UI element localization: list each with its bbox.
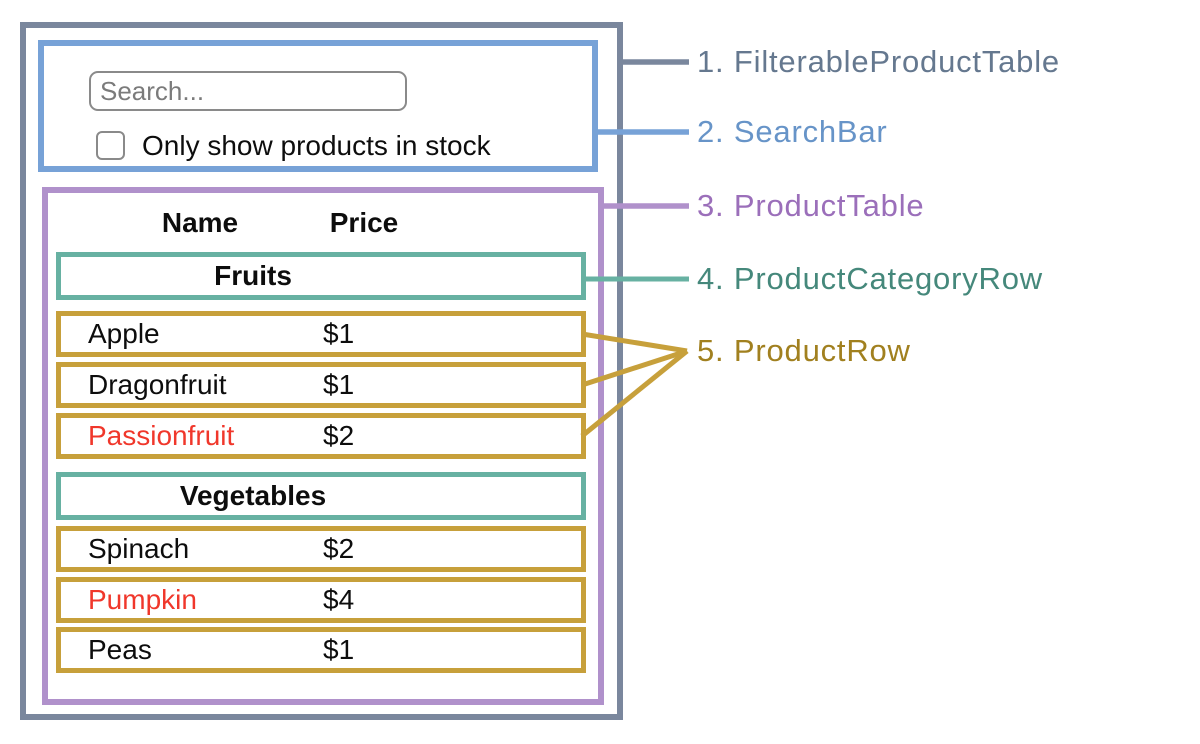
product-price: $4 xyxy=(323,584,355,615)
legend-number: 2. xyxy=(697,114,725,149)
legend-number: 1. xyxy=(697,44,725,79)
product-row: Dragonfruit $1 xyxy=(56,362,586,408)
category-row-vegetables: Vegetables xyxy=(56,472,586,520)
product-row: Pumpkin $4 xyxy=(56,577,586,623)
product-price: $1 xyxy=(323,318,355,349)
legend-name: SearchBar xyxy=(733,114,888,149)
product-name: Spinach xyxy=(88,533,190,564)
product-price: $2 xyxy=(323,533,355,564)
column-header-name: Name xyxy=(161,207,239,238)
category-label: Vegetables xyxy=(179,480,327,511)
product-row: Passionfruit $2 xyxy=(56,413,586,459)
legend-name: ProductCategoryRow xyxy=(733,261,1043,296)
product-price: $1 xyxy=(323,369,355,400)
search-input[interactable] xyxy=(89,71,407,111)
legend-number: 3. xyxy=(697,188,725,223)
legend-search-bar: 2. SearchBar xyxy=(697,114,888,150)
legend-product-row: 5. ProductRow xyxy=(697,333,911,369)
product-name: Dragonfruit xyxy=(88,369,227,400)
legend-filterable-product-table: 1. FilterableProductTable xyxy=(697,44,1060,80)
legend-product-table: 3. ProductTable xyxy=(697,188,924,224)
legend-name: FilterableProductTable xyxy=(733,44,1060,79)
product-table-box: Name Price Fruits Apple $1 Dragonfruit $… xyxy=(42,187,604,705)
product-name: Passionfruit xyxy=(88,420,235,451)
product-name: Peas xyxy=(88,634,152,665)
product-name: Pumpkin xyxy=(88,584,197,615)
search-bar-box: Only show products in stock xyxy=(38,40,598,172)
legend-product-category-row: 4. ProductCategoryRow xyxy=(697,261,1043,297)
category-row-fruits: Fruits xyxy=(56,252,586,300)
category-label: Fruits xyxy=(214,260,292,291)
legend-name: ProductRow xyxy=(733,333,911,368)
legend-number: 5. xyxy=(697,333,725,368)
product-name: Apple xyxy=(88,318,160,349)
legend-number: 4. xyxy=(697,261,725,296)
legend-name: ProductTable xyxy=(733,188,925,223)
in-stock-checkbox-label: Only show products in stock xyxy=(142,130,491,161)
column-header-price: Price xyxy=(329,207,399,238)
product-row: Peas $1 xyxy=(56,627,586,673)
product-row: Apple $1 xyxy=(56,311,586,357)
product-price: $1 xyxy=(323,634,355,665)
filterable-product-table-box: Only show products in stock Name Price F… xyxy=(20,22,623,720)
in-stock-checkbox[interactable] xyxy=(96,131,125,160)
product-price: $2 xyxy=(323,420,355,451)
product-row: Spinach $2 xyxy=(56,526,586,572)
